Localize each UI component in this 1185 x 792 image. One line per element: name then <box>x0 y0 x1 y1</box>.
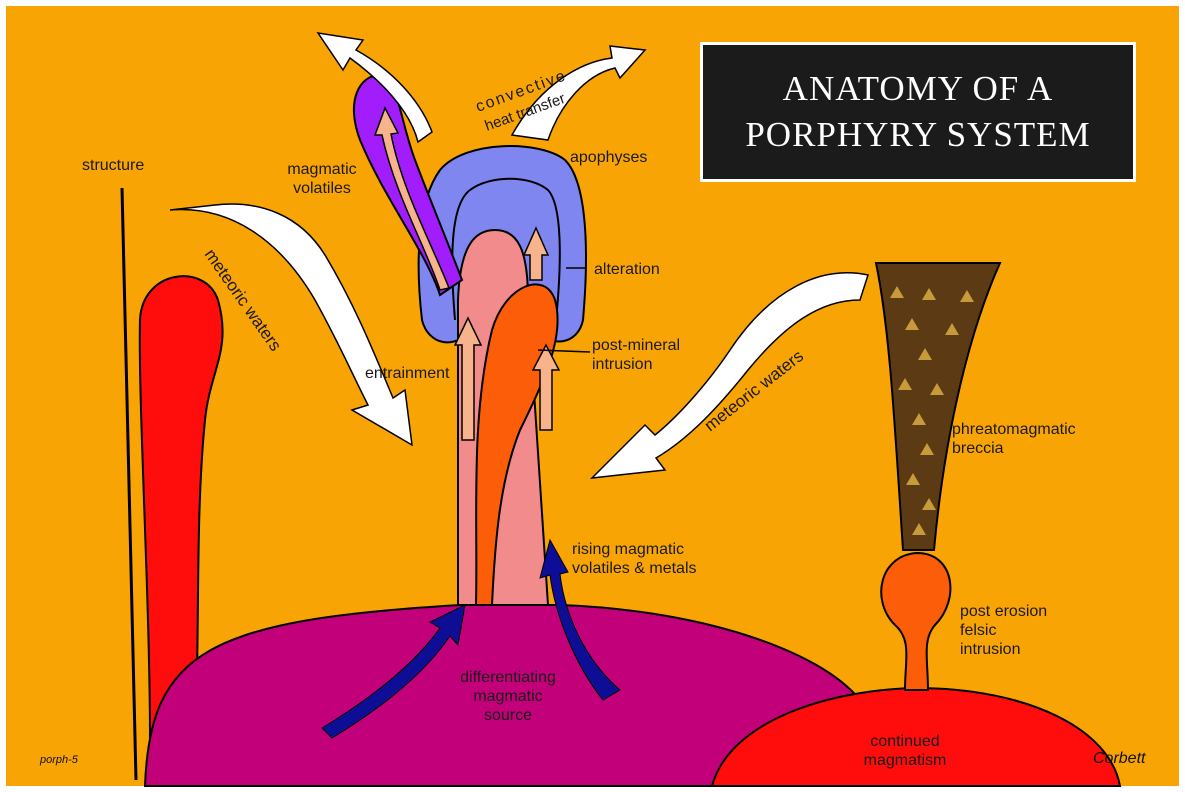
post-mineral-label: post-mineral intrusion <box>592 336 680 374</box>
author-credit: Corbett <box>1093 750 1145 768</box>
post-mineral-line-2: intrusion <box>592 355 680 374</box>
title-line-2: PORPHYRY SYSTEM <box>703 115 1133 155</box>
rising-line-1: rising magmatic <box>572 540 697 559</box>
title-box: ANATOMY OF A PORPHYRY SYSTEM <box>700 42 1136 182</box>
phreato-line-1: phreatomagmatic <box>952 420 1076 439</box>
entrainment-label: entrainment <box>365 364 450 383</box>
continued-line-2: magmatism <box>850 751 960 770</box>
differentiating-line-1: differentiating <box>438 668 578 687</box>
alteration-label: alteration <box>594 260 660 279</box>
magmatic-volatiles-label: magmatic volatiles <box>278 160 366 198</box>
post-erosion-line-3: intrusion <box>960 640 1047 659</box>
differentiating-line-2: magmatic <box>438 687 578 706</box>
title-line-1: ANATOMY OF A <box>703 69 1133 109</box>
magmatic-volatiles-line-2: volatiles <box>278 179 366 198</box>
apophyses-label: apophyses <box>570 148 647 167</box>
post-erosion-line-2: felsic <box>960 621 1047 640</box>
structure-label: structure <box>82 156 144 175</box>
phreato-line-2: breccia <box>952 439 1076 458</box>
differentiating-source-label: differentiating magmatic source <box>438 668 578 725</box>
differentiating-line-3: source <box>438 706 578 725</box>
post-mineral-line-1: post-mineral <box>592 336 680 355</box>
rising-line-2: volatiles & metals <box>572 559 697 578</box>
slide-id: porph-5 <box>40 754 78 766</box>
rising-volatiles-label: rising magmatic volatiles & metals <box>572 540 697 578</box>
magmatic-volatiles-line-1: magmatic <box>278 160 366 179</box>
phreatomagmatic-label: phreatomagmatic breccia <box>952 420 1076 458</box>
post-erosion-line-1: post erosion <box>960 602 1047 621</box>
continued-magmatism-label: continued magmatism <box>850 732 960 770</box>
continued-line-1: continued <box>850 732 960 751</box>
post-erosion-label: post erosion felsic intrusion <box>960 602 1047 659</box>
